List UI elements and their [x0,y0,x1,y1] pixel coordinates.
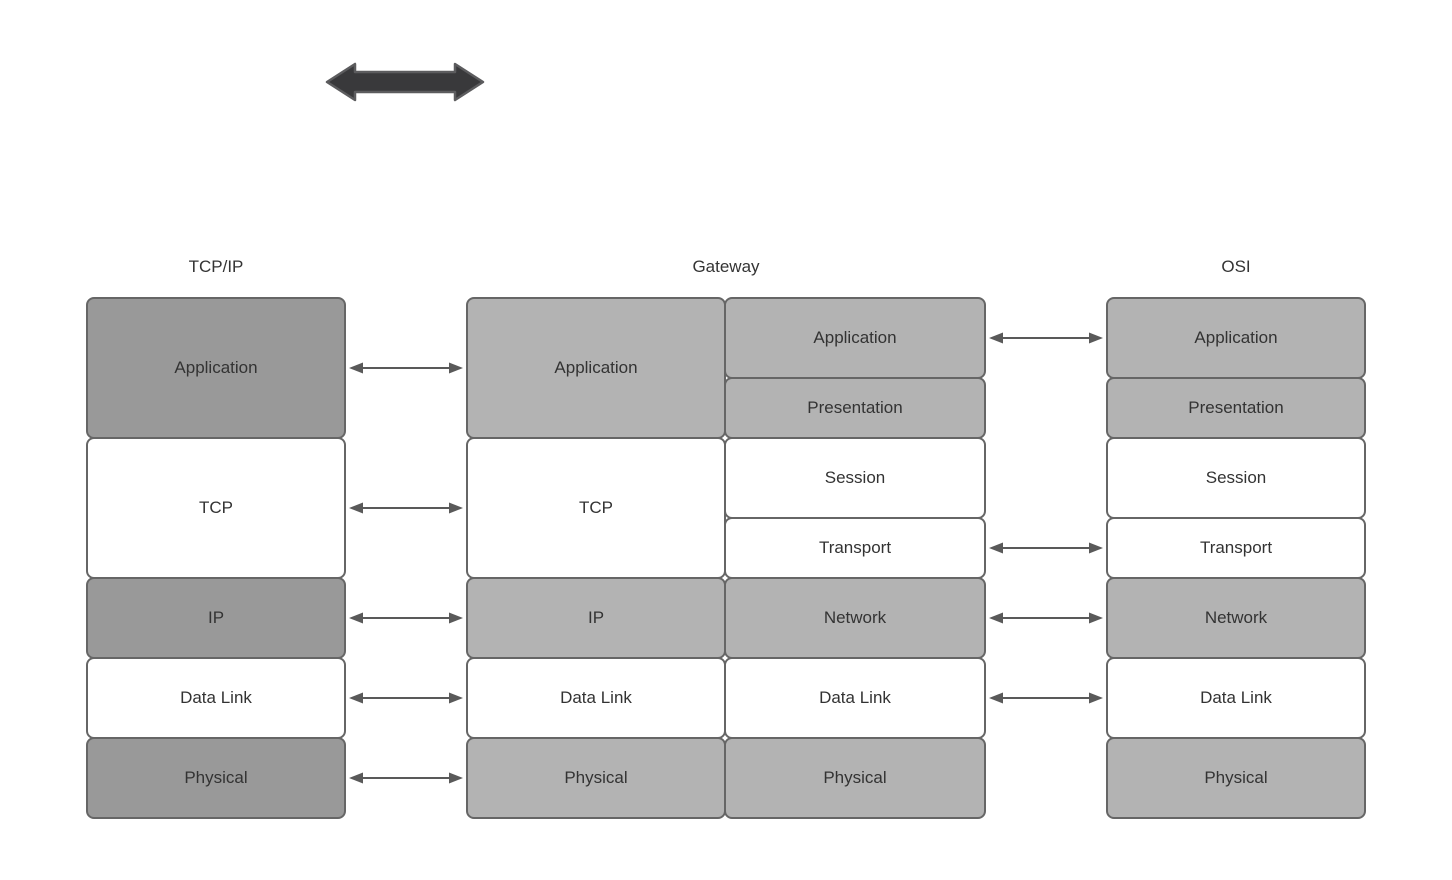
layer-box-osi-presentation: Presentation [1106,377,1366,439]
arrow-gateway-osi-transport-icon [989,542,1103,554]
layer-box-osi-session: Session [1106,437,1366,519]
layer-box-tcpip-ip: IP [86,577,346,659]
layer-box-osi-application: Application [1106,297,1366,379]
layer-box-gateway-tcp: TCP [466,437,726,579]
arrow-gateway-osi-application-icon [989,332,1103,344]
arrow-tcpip-gateway-ip-icon [349,612,463,624]
layer-box-gateway-network: Network [724,577,986,659]
arrow-tcpip-gateway-tcp-icon [349,502,463,514]
arrow-gateway-osi-network-icon [989,612,1103,624]
layer-box-tcpip-tcp: TCP [86,437,346,579]
layer-box-gateway-presentation: Presentation [724,377,986,439]
layer-box-osi-transport: Transport [1106,517,1366,579]
layer-box-gateway-session: Session [724,437,986,519]
arrow-tcpip-gateway-physical-icon [349,772,463,784]
layer-box-gateway-data-link-right: Data Link [724,657,986,739]
arrow-tcpip-gateway-application-icon [349,362,463,374]
gateway-right-stack: Application Presentation Session Transpo… [724,297,986,819]
column-title-gateway: Gateway [692,257,760,276]
layer-box-gateway-data-link-left: Data Link [466,657,726,739]
layer-box-osi-data-link: Data Link [1106,657,1366,739]
layer-box-osi-network: Network [1106,577,1366,659]
arrow-tcpip-gateway-data-link-icon [349,692,463,704]
layer-box-gateway-application: Application [466,297,726,439]
osi-stack: Application Presentation Session Transpo… [1106,297,1366,819]
layer-box-gateway-ip: IP [466,577,726,659]
layer-box-osi-physical: Physical [1106,737,1366,819]
double-headed-arrow-icon [325,62,485,102]
layer-box-tcpip-physical: Physical [86,737,346,819]
layer-box-gateway-physical-left: Physical [466,737,726,819]
column-title-osi: OSI [1221,257,1251,276]
layer-box-tcpip-data-link: Data Link [86,657,346,739]
column-title-tcpip: TCP/IP [188,257,244,276]
gateway-left-stack: Application TCP IP Data Link Physical [466,297,726,819]
layer-box-gateway-physical-right: Physical [724,737,986,819]
layer-box-gateway-application-osi: Application [724,297,986,379]
layer-box-tcpip-application: Application [86,297,346,439]
arrow-gateway-osi-data-link-icon [989,692,1103,704]
tcpip-stack: Application TCP IP Data Link Physical [86,297,346,819]
layer-box-gateway-transport: Transport [724,517,986,579]
